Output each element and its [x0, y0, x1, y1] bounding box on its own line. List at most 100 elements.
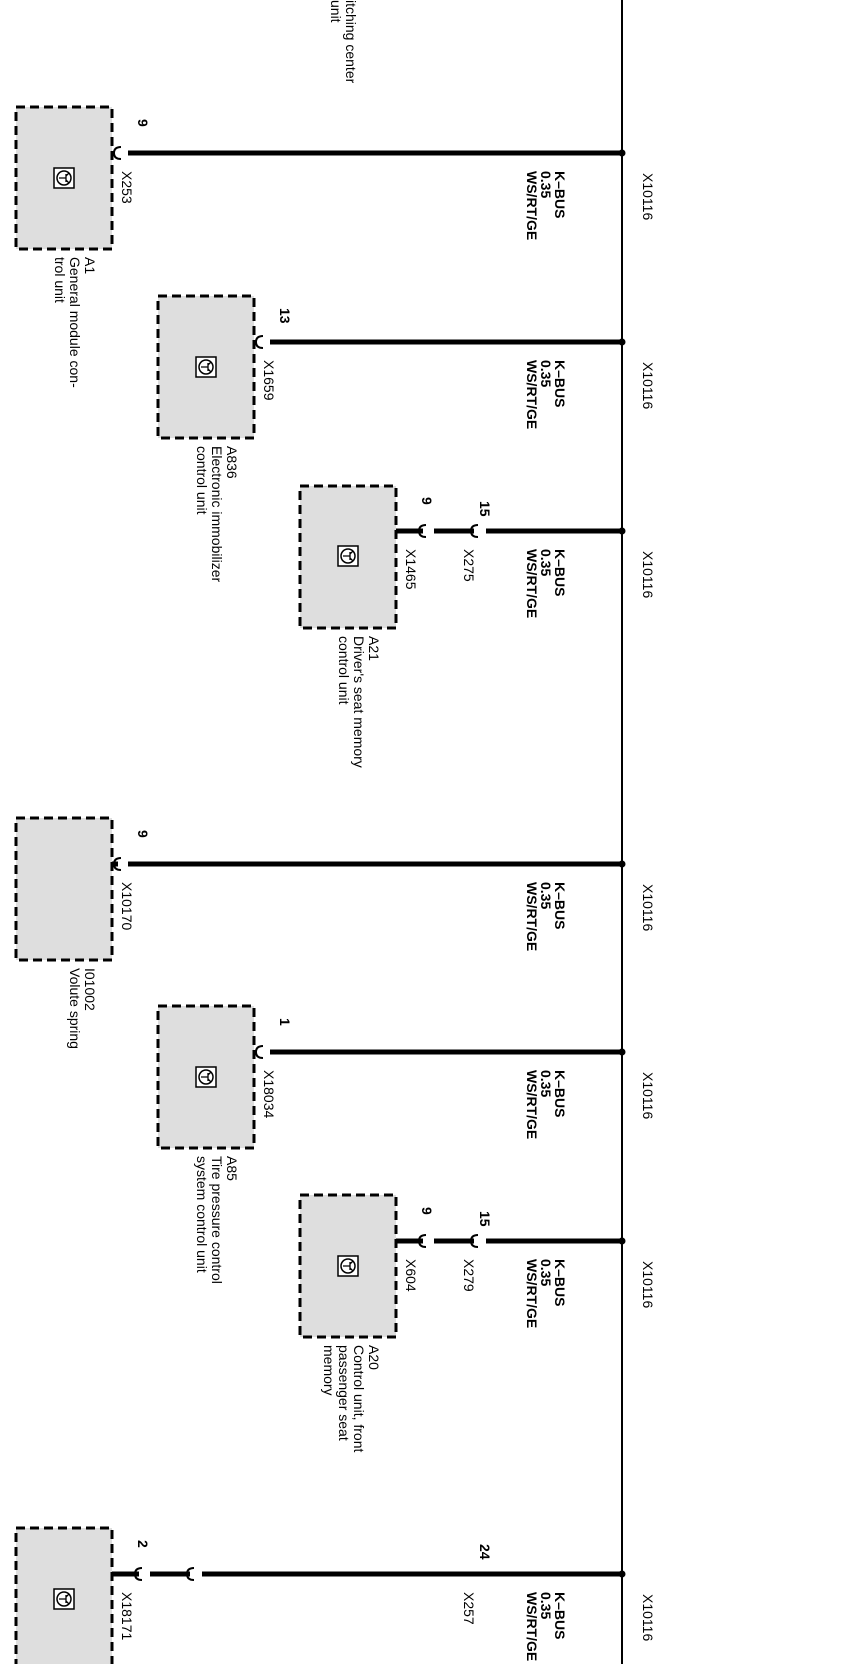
wire-gauge: 0.35: [538, 171, 554, 199]
icon-circle: [340, 1258, 356, 1274]
inline-connector-pin: 15: [477, 501, 493, 517]
bus-connector-label: X10116: [640, 1594, 656, 1642]
icon-transistor: [201, 1071, 212, 1083]
module-pin: 9: [135, 830, 151, 838]
module-connector: X18171: [119, 1592, 135, 1641]
module-pin: 2: [135, 1540, 151, 1548]
branches-layer: [14, 105, 626, 1664]
module-connector-mark: [417, 1234, 427, 1248]
junction-dot: [618, 1237, 626, 1245]
control-unit-icon: [53, 1588, 75, 1610]
icon-circle: [56, 170, 72, 186]
wire-signal: K–BUS: [552, 882, 568, 930]
inline-connector-mark: [185, 1567, 195, 1581]
module-name-line: Volute spring: [67, 968, 83, 1049]
module-connector-mark: [112, 146, 122, 160]
icon-circle: [340, 548, 356, 564]
module-name-line: memory: [321, 1345, 337, 1396]
module-id: I01002: [82, 968, 98, 1011]
module-pin: 1: [277, 1018, 293, 1026]
wire-color: WS/RT/GE: [524, 360, 540, 430]
bus-connector-label: X10116: [640, 1261, 656, 1309]
module-id: A21: [366, 636, 382, 661]
wire-gauge: 0.35: [538, 1259, 554, 1287]
module-pin: 9: [135, 119, 151, 127]
module-id: A836: [224, 446, 240, 479]
module-pin: 13: [277, 308, 293, 324]
junction-dot: [618, 149, 626, 157]
wire-color: WS/RT/GE: [524, 1259, 540, 1329]
control-unit-icon: [337, 545, 359, 567]
control-unit-icon: [53, 167, 75, 189]
junction-dot: [618, 338, 626, 346]
module-name-line: General module con-: [67, 257, 83, 388]
branch-2: [156, 294, 626, 440]
top-partial-line-2: unit: [328, 0, 344, 23]
wire-signal: K–BUS: [552, 549, 568, 597]
bus-connector-label: X10116: [640, 884, 656, 932]
inline-connector-mark: [469, 524, 479, 538]
inline-connector-name: X257: [461, 1592, 477, 1625]
module-name-line: Tire pressure control: [209, 1156, 225, 1284]
wire-signal: K–BUS: [552, 1592, 568, 1640]
module-connector-mark: [133, 1567, 143, 1581]
bus-connector-label: X10116: [640, 173, 656, 221]
icon-circle: [56, 1591, 72, 1607]
top-partial-label: itching center unit: [328, 0, 359, 84]
module-name-line: control unit: [336, 636, 352, 705]
wire-color: WS/RT/GE: [524, 549, 540, 619]
junction-dot: [618, 527, 626, 535]
wire-color: WS/RT/GE: [524, 1592, 540, 1662]
module-box: [14, 816, 114, 962]
module-pin: 9: [419, 497, 435, 505]
module-name-line: Electronic immobilizer: [209, 446, 225, 583]
wire-gauge: 0.35: [538, 549, 554, 577]
branch-6: [298, 1193, 626, 1339]
wire-signal: K–BUS: [552, 171, 568, 219]
wire-gauge: 0.35: [538, 360, 554, 388]
module-id: A1: [82, 257, 98, 275]
wire-signal: K–BUS: [552, 1259, 568, 1307]
branch-4: [14, 816, 626, 962]
wire-color: WS/RT/GE: [524, 882, 540, 952]
branch-5: [156, 1004, 626, 1150]
module-name-line: trol unit: [52, 257, 68, 303]
module-pin: 9: [419, 1207, 435, 1215]
control-unit-icon: [337, 1255, 359, 1277]
module-name-line: Control unit, front: [351, 1345, 367, 1453]
wire-signal: K–BUS: [552, 1070, 568, 1118]
module-connector-mark: [254, 1045, 264, 1059]
wire-gauge: 0.35: [538, 882, 554, 910]
icon-transistor: [343, 1260, 354, 1272]
bus-connector-label: X10116: [640, 551, 656, 599]
icon-circle: [198, 1069, 214, 1085]
inline-connector-pin: 24: [477, 1544, 493, 1560]
module-connector: X18034: [261, 1070, 277, 1119]
wire-color: WS/RT/GE: [524, 171, 540, 241]
junction-dot: [618, 860, 626, 868]
inline-connector-name: X275: [461, 549, 477, 582]
branch-1: [14, 105, 626, 251]
inline-connector-pin: 15: [477, 1211, 493, 1227]
module-connector-mark: [417, 524, 427, 538]
wire-signal: K–BUS: [552, 360, 568, 408]
top-partial-line-1: itching center: [343, 0, 359, 84]
branch-3: [298, 484, 626, 630]
branch-7: [14, 1526, 626, 1664]
module-name-line: control unit: [194, 446, 210, 515]
module-connector-mark: [254, 335, 264, 349]
module-connector: X1465: [403, 549, 419, 590]
module-id: A20: [366, 1345, 382, 1370]
wire-gauge: 0.35: [538, 1070, 554, 1098]
